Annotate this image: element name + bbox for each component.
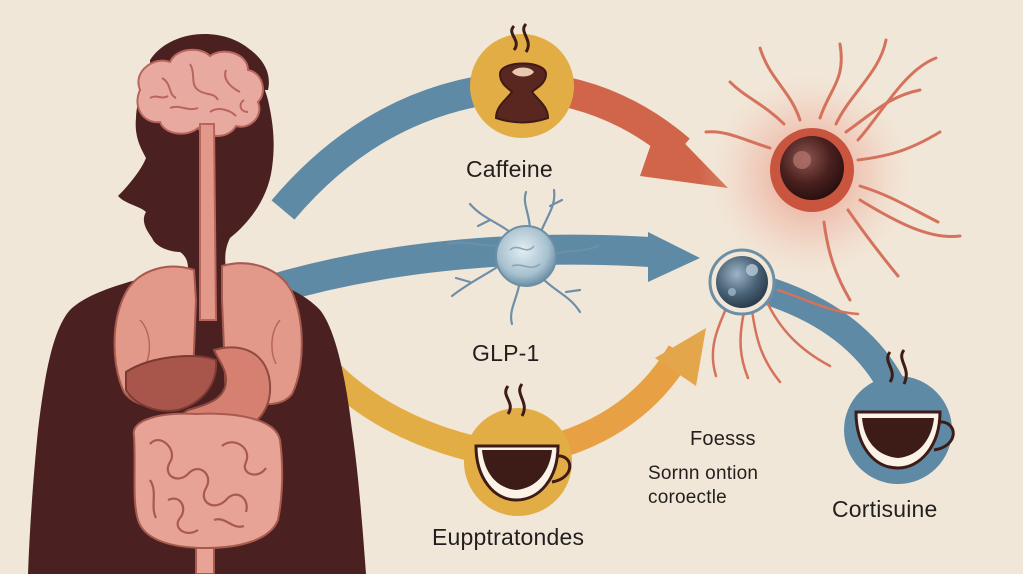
- coffee-bean-icon: [494, 62, 550, 124]
- neuron-body: [495, 225, 557, 287]
- coffee-cup-node-bottom: [464, 383, 572, 516]
- intestines: [132, 412, 284, 574]
- label-sornn-1: Sornn ontion: [648, 463, 759, 484]
- label-sornn-2: coroectle: [648, 487, 727, 508]
- steam-icon: [510, 22, 530, 53]
- label-caffeine: Caffeine: [466, 156, 553, 182]
- arrow-middle-blue: [265, 234, 651, 305]
- coffee-cup-node-right: [844, 349, 955, 484]
- small-cell: [708, 248, 776, 316]
- esophagus: [199, 123, 218, 321]
- arc-bottom-orange: [555, 345, 692, 458]
- label-foess: Foesss: [690, 428, 756, 450]
- liver: [125, 355, 218, 412]
- coffee-cup-icon: [854, 410, 955, 470]
- steam-icon: [504, 383, 526, 417]
- label-eupp: Eupptratondes: [432, 524, 585, 550]
- neuron-icon: [446, 188, 600, 326]
- arrowhead-middle: [648, 232, 700, 282]
- spiky-cell: [700, 38, 962, 302]
- label-cortisuine: Cortisuine: [832, 496, 938, 522]
- cell-icon: [780, 136, 844, 200]
- coffee-cup-icon: [474, 444, 572, 502]
- coffee-bean-node: [470, 22, 574, 138]
- brain-icon: [136, 48, 264, 137]
- arrowhead-bottom: [655, 328, 706, 386]
- arc-right-blue: [760, 276, 908, 399]
- label-glp1: GLP-1: [472, 340, 540, 366]
- steam-icon: [886, 349, 908, 385]
- body-silhouette: [28, 43, 366, 574]
